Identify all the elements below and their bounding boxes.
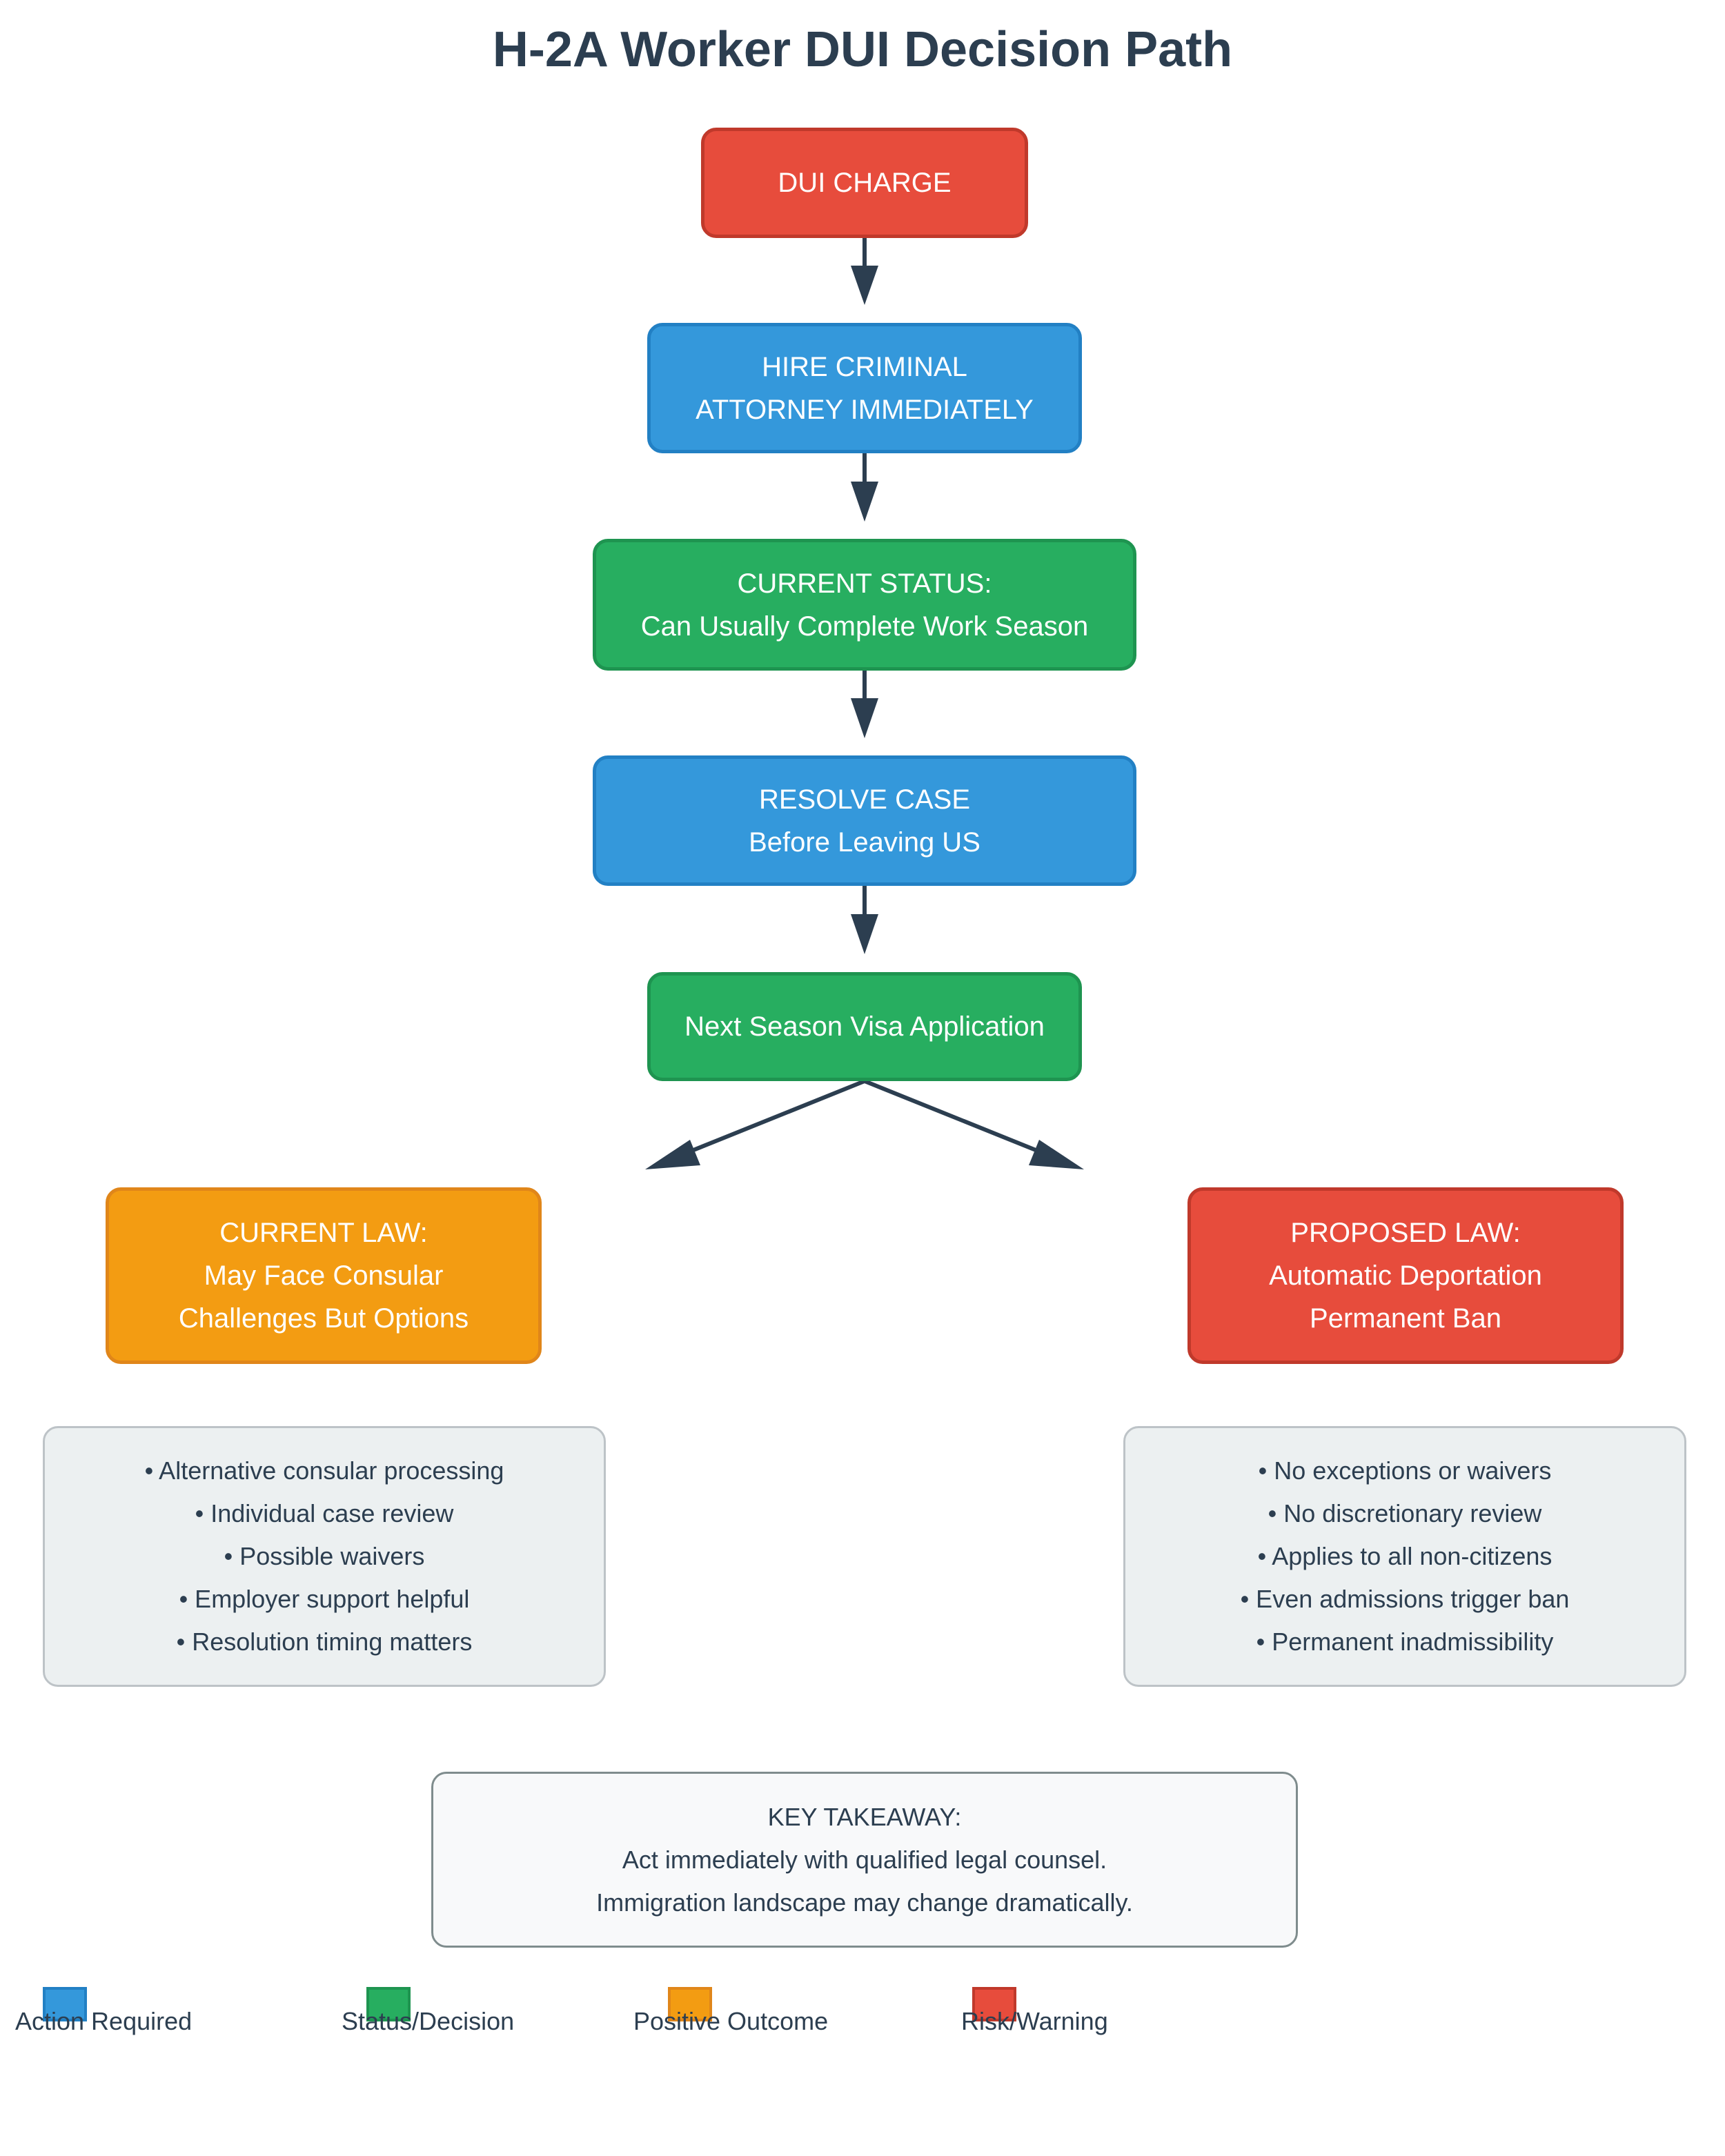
current-status-line-2: Can Usually Complete Work Season [640,611,1089,642]
next-season-line-1: Next Season Visa Application [684,1011,1045,1042]
takeaway-heading: KEY TAKEAWAY: [767,1802,962,1831]
proposed-law-line-1: PROPOSED LAW: [1290,1218,1521,1248]
legend-label-status: Status/Decision [342,2007,515,2035]
current-law-line-1: CURRENT LAW: [219,1218,428,1248]
legend-label-action: Action Required [15,2007,193,2035]
current-law-line-3: Challenges But Options [178,1303,469,1334]
legend-label-risk: Risk/Warning [961,2007,1108,2035]
legend-swatch-status [366,1987,411,2021]
proposed-law-line-3: Permanent Ban [1310,1303,1501,1334]
legend-swatch-positive [668,1987,712,2021]
current-law-node: CURRENT LAW: May Face Consular Challenge… [106,1187,542,1364]
current-law-detail-item: • Alternative consular processing [144,1456,504,1485]
key-takeaway-box: KEY TAKEAWAY: Act immediately with quali… [431,1772,1298,1948]
hire-attorney-node: HIRE CRIMINAL ATTORNEY IMMEDIATELY [647,323,1082,453]
arrowhead-6 [1029,1140,1084,1169]
current-status-line-1: CURRENT STATUS: [737,568,992,599]
resolve-case-line-1: RESOLVE CASE [758,784,971,815]
arrowhead-5 [645,1140,700,1169]
proposed-law-detail-item: • No exceptions or waivers [1258,1456,1552,1485]
takeaway-line: Immigration landscape may change dramati… [596,1888,1133,1917]
proposed-law-details: • No exceptions or waivers • No discreti… [1123,1426,1686,1687]
dui-charge-line-1: DUI CHARGE [778,168,952,198]
current-law-detail-item: • Resolution timing matters [176,1628,473,1656]
hire-attorney-line-1: HIRE CRIMINAL [762,351,967,382]
legend-swatch-risk [972,1987,1016,2021]
current-law-detail-item: • Possible waivers [224,1542,425,1570]
takeaway-line: Act immediately with qualified legal cou… [622,1845,1107,1874]
legend-swatch-action [43,1987,87,2021]
current-law-detail-item: • Individual case review [195,1499,454,1527]
proposed-law-detail-item: • Applies to all non-citizens [1257,1542,1552,1570]
next-season-node: Next Season Visa Application [647,972,1082,1081]
current-law-line-2: May Face Consular [204,1260,444,1291]
resolve-case-line-2: Before Leaving US [749,827,980,858]
current-law-details: • Alternative consular processing • Indi… [43,1426,606,1687]
diagram-title: H-2A Worker DUI Decision Path [492,22,1233,77]
proposed-law-line-2: Automatic Deportation [1269,1260,1542,1291]
proposed-law-node: PROPOSED LAW: Automatic Deportation Perm… [1187,1187,1624,1364]
hire-attorney-line-2: ATTORNEY IMMEDIATELY [696,394,1034,425]
proposed-law-detail-item: • Permanent inadmissibility [1256,1628,1554,1656]
arrow-next-to-proposed-law [863,1079,1047,1156]
current-status-node: CURRENT STATUS: Can Usually Complete Wor… [593,539,1136,671]
arrowhead-4 [851,914,878,954]
arrowhead-1 [851,266,878,305]
current-law-detail-item: • Employer support helpful [179,1585,470,1613]
legend-label-positive: Positive Outcome [633,2007,829,2035]
arrowhead-2 [851,482,878,522]
resolve-case-node: RESOLVE CASE Before Leaving US [593,755,1136,886]
arrowhead-3 [851,698,878,738]
proposed-law-detail-item: • No discretionary review [1268,1499,1542,1527]
dui-charge-node: DUI CHARGE [701,128,1028,238]
arrow-next-to-current-law [682,1079,866,1156]
proposed-law-detail-item: • Even admissions trigger ban [1240,1585,1570,1613]
